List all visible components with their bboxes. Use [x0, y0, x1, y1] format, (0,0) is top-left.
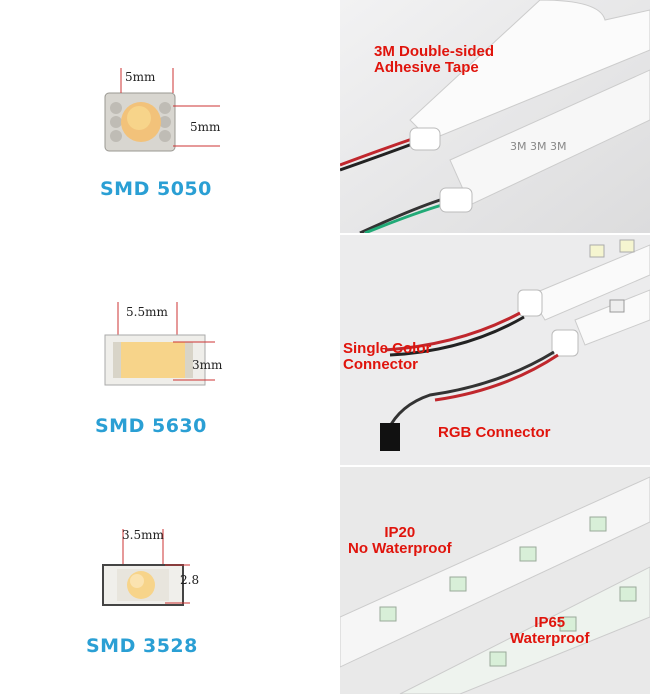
- waterproof-strips-drawing: [340, 467, 650, 694]
- smd3528-diagram: [95, 525, 205, 610]
- smd3528-label: SMD 3528: [86, 635, 198, 657]
- adhesive-tape-annotation: 3M Double-sided Adhesive Tape: [374, 44, 494, 76]
- smd5630-chip-drawing: [104, 302, 215, 386]
- smd3528-height-label: 2.8: [180, 573, 200, 587]
- connectors-drawing: [340, 235, 650, 465]
- adhesive-tape-line2: Adhesive Tape: [374, 59, 479, 76]
- left-panel: 5mm 5mm SMD 5050 5.5mm 3mm SMD 5630: [86, 60, 255, 657]
- smd5630-height-label: 3mm: [192, 358, 223, 372]
- smd5630-width-label: 5.5mm: [126, 305, 168, 319]
- single-color-line2: Connector: [343, 356, 418, 373]
- smd5630-diagram: [95, 300, 255, 390]
- svg-text:3M 3M 3M: 3M 3M 3M: [510, 140, 566, 153]
- smd5050-height-label: 5mm: [190, 120, 221, 134]
- ip20-line1: IP20: [384, 524, 416, 541]
- ip20-annotation: IP20 No Waterproof: [348, 525, 452, 557]
- smd3528-chip-drawing: [102, 529, 190, 606]
- single-color-connector-annotation: Single Color Connector: [343, 341, 431, 373]
- adhesive-tape-line1: 3M Double-sided: [374, 43, 495, 60]
- tape-strip-drawing: 3M 3M 3M: [340, 0, 650, 233]
- smd5050-diagram: [95, 60, 245, 160]
- ip65-annotation: IP65 Waterproof: [510, 615, 589, 647]
- photo-waterproof: IP20 No Waterproof IP65 Waterproof: [340, 467, 650, 694]
- photo-adhesive-tape: 3M 3M 3M 3M Double-sided Adhesive Tape: [340, 0, 650, 233]
- single-color-line1: Single Color: [343, 340, 432, 357]
- smd5630-label: SMD 5630: [95, 415, 207, 437]
- ip20-line2: No Waterproof: [348, 540, 452, 557]
- ip65-line1: IP65: [534, 614, 566, 631]
- rgb-connector-annotation: RGB Connector: [438, 424, 551, 441]
- smd3528-width-label: 3.5mm: [122, 528, 164, 542]
- smd5050-label: SMD 5050: [100, 178, 212, 200]
- photo-connectors: Single Color Connector RGB Connector: [340, 235, 650, 465]
- smd5050-width-label: 5mm: [125, 70, 156, 84]
- smd5050-chip-drawing: [104, 68, 220, 152]
- ip65-line2: Waterproof: [510, 630, 590, 647]
